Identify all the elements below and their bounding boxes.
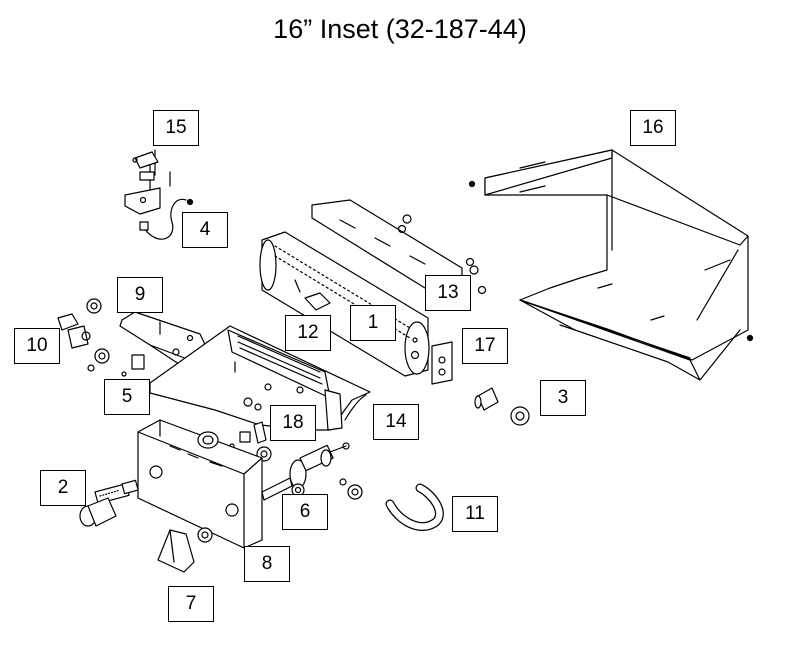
part-4-thermocouple-wire: [139, 198, 194, 240]
callout-5: 5: [104, 379, 150, 415]
callout-14: 14: [373, 404, 419, 440]
part-17-end-bracket: [431, 341, 453, 385]
part-7-control-knob: [157, 527, 213, 573]
part-2-valve-stem: [79, 479, 139, 527]
callout-4: 4: [182, 212, 228, 248]
part-10-fittings: [57, 298, 110, 372]
callout-17: 17: [462, 328, 508, 364]
callout-8: 8: [244, 546, 290, 582]
diagram-title: 16” Inset (32-187-44): [273, 14, 527, 44]
part-nuts: [339, 478, 363, 500]
part-3-orifice: [474, 387, 530, 426]
part-13-rear-panel: [311, 199, 487, 295]
callout-12: 12: [285, 315, 331, 351]
callout-18: 18: [270, 405, 316, 441]
part-14-burner-tray: [149, 325, 371, 431]
part-6-gas-valve: [261, 442, 350, 501]
callout-2: 2: [40, 470, 86, 506]
callout-1: 1: [350, 305, 396, 341]
part-16-firebox-shield: [468, 149, 754, 381]
part-15-pilot-assembly: [124, 149, 171, 215]
callout-15: 15: [153, 110, 199, 146]
callout-16: 16: [630, 110, 676, 146]
callout-7: 7: [168, 586, 214, 622]
callout-11: 11: [452, 496, 498, 532]
callout-13: 13: [425, 275, 471, 311]
part-5-clip: [121, 354, 145, 377]
part-11-flex-tube: [385, 483, 444, 531]
callout-9: 9: [117, 277, 163, 313]
callout-6: 6: [282, 494, 328, 530]
callout-10: 10: [14, 328, 60, 364]
part-8-front-control-panel: [137, 419, 263, 549]
callout-3: 3: [540, 380, 586, 416]
